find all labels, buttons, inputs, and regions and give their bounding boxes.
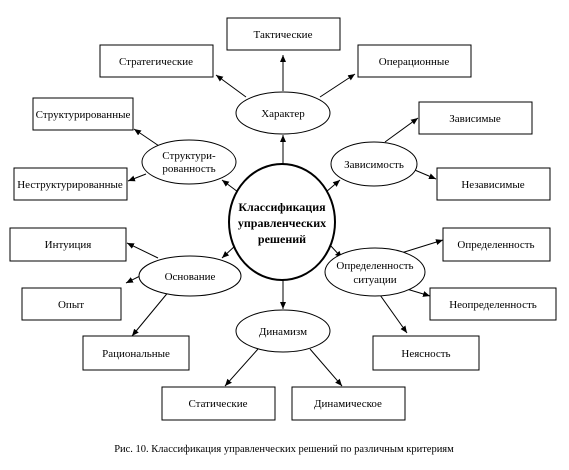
item-unclear: Неясность	[401, 348, 450, 360]
item-dependent: Зависимые	[449, 113, 501, 125]
item-rational: Рациональные	[102, 348, 170, 360]
connector-certainty-unclear	[379, 294, 408, 334]
item-independent: Независимые	[461, 179, 524, 191]
connector-basis-experience	[125, 275, 141, 284]
connector-structure-structured	[133, 128, 163, 149]
item-uncertain: Неопределенность	[449, 299, 537, 311]
dynamism-ellipse	[235, 309, 331, 353]
connector-center-dependency	[325, 179, 341, 193]
basis-ellipse	[138, 255, 242, 297]
connector-dependency-dependent	[384, 117, 419, 143]
item-intuition: Интуиция	[45, 239, 92, 251]
connector-certainty-certain	[397, 239, 444, 255]
leaf-boxes	[9, 17, 557, 421]
certainty-label-1: Определенность	[336, 260, 413, 272]
box-experience	[21, 287, 122, 321]
criteria	[138, 91, 426, 353]
box-rational	[82, 335, 190, 371]
connectors	[125, 55, 444, 387]
box-tactical	[226, 17, 341, 51]
box-structured	[32, 97, 134, 131]
box-certain	[442, 227, 551, 262]
structure-label-1: Структури-	[162, 150, 216, 162]
box-static	[161, 386, 276, 421]
box-uncertain	[429, 287, 557, 321]
item-dynamic: Динамическое	[314, 398, 382, 410]
character-ellipse	[235, 91, 331, 135]
item-static: Статические	[188, 398, 247, 410]
box-intuition	[9, 227, 127, 262]
connector-structure-unstructured	[127, 173, 147, 182]
center-line-1: Классификация	[238, 200, 326, 214]
item-tactical: Тактические	[254, 29, 313, 41]
center-line-2: управленческих	[238, 216, 326, 230]
connector-basis-rational	[131, 289, 171, 337]
dependency-label: Зависимость	[344, 159, 404, 171]
figure-caption: Рис. 10. Классификация управленческих ре…	[114, 444, 454, 455]
item-strategic: Стратегические	[119, 56, 193, 68]
box-independent	[436, 167, 551, 201]
structure-label-2: рованность	[162, 163, 215, 175]
structure-ellipse	[141, 139, 237, 185]
item-structured: Структурированные	[36, 109, 131, 121]
box-dynamic	[291, 386, 406, 421]
connector-dynamism-dynamic	[309, 348, 343, 387]
dynamism-label: Динамизм	[259, 326, 307, 338]
basis-label: Основание	[165, 271, 216, 283]
box-strategic	[99, 44, 214, 78]
certainty-label-2: ситуации	[353, 274, 396, 286]
box-unstructured	[13, 167, 128, 201]
item-unstructured: Неструктурированные	[17, 179, 123, 191]
connector-character-operational	[319, 73, 356, 98]
connector-basis-intuition	[126, 242, 159, 259]
center-line-3: решений	[258, 232, 306, 246]
box-operational	[357, 44, 472, 78]
box-unclear	[372, 335, 480, 371]
connector-center-structure	[221, 179, 239, 193]
connector-dynamism-static	[224, 348, 259, 387]
item-experience: Опыт	[58, 299, 84, 311]
connector-character-strategic	[215, 74, 247, 98]
certainty-ellipse	[324, 247, 426, 297]
box-dependent	[418, 101, 533, 135]
item-operational: Операционные	[379, 56, 450, 68]
item-certain: Определенность	[457, 239, 534, 251]
character-label: Характер	[261, 108, 305, 120]
center-ellipse	[228, 163, 336, 281]
dependency-ellipse	[330, 141, 418, 187]
